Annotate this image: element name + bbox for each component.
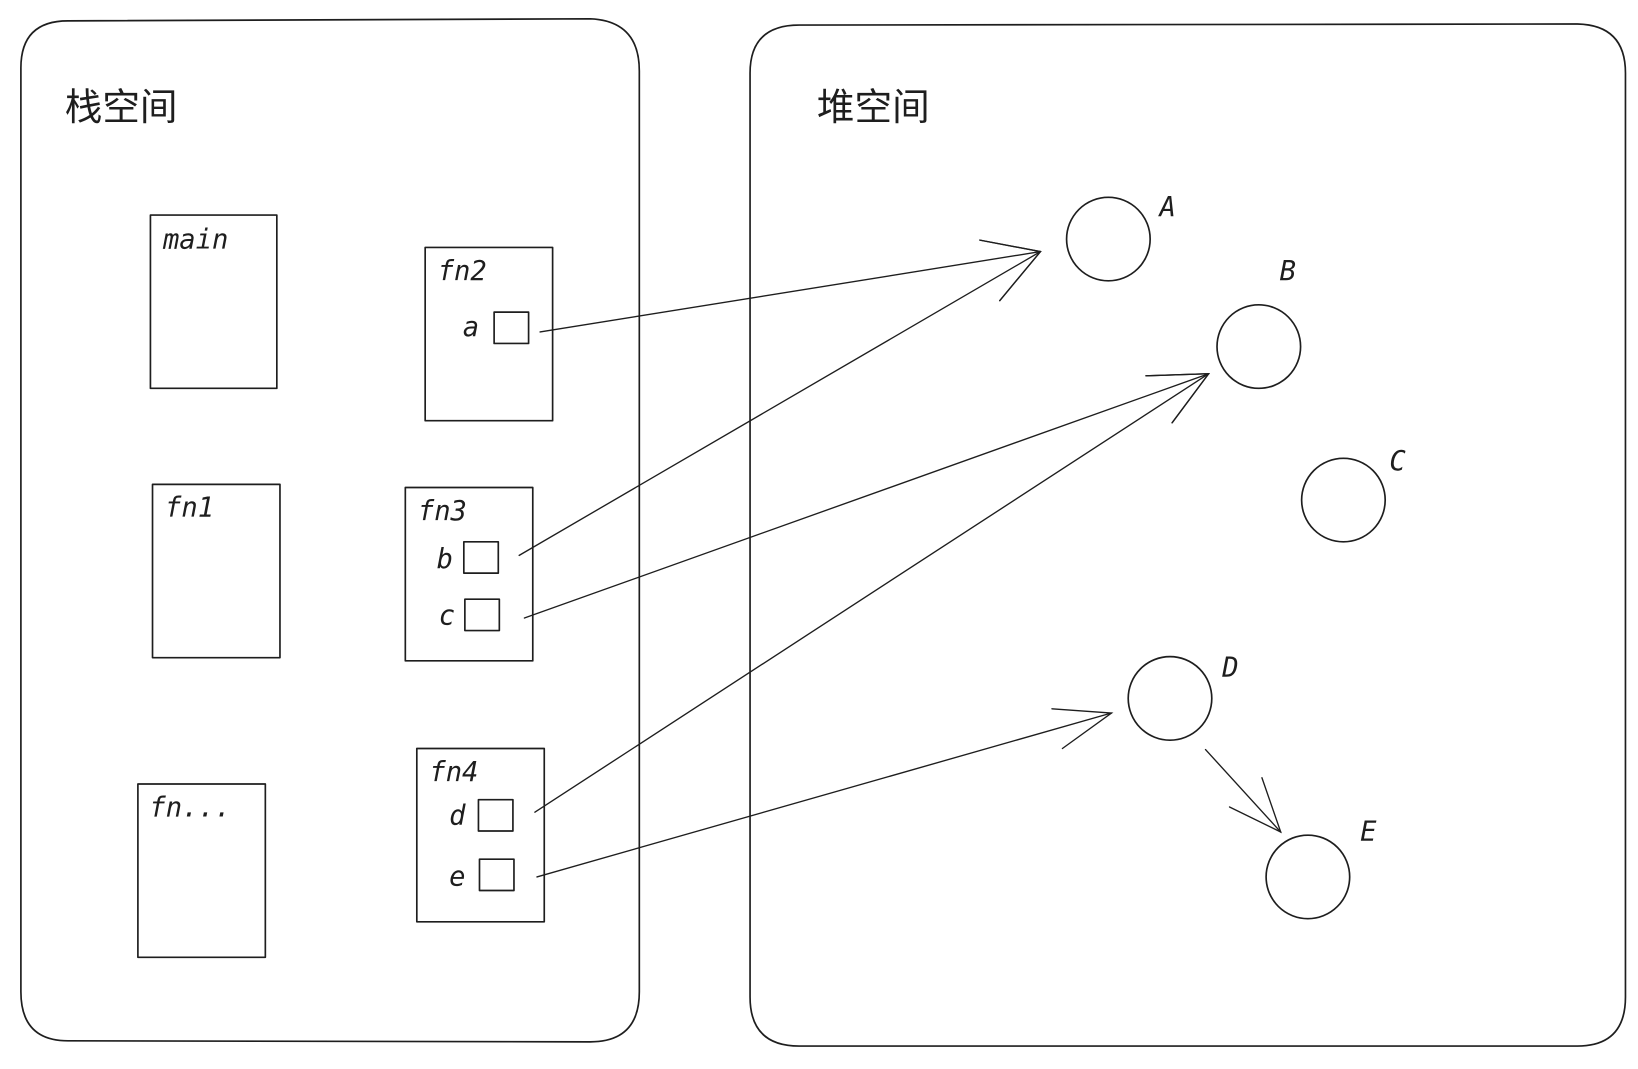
var-d-slot	[477, 798, 514, 832]
heap-object-a: A	[1065, 192, 1176, 282]
frame-fn3-label: fn3	[418, 496, 467, 527]
var-d-label: d	[449, 801, 466, 832]
heap-object-b-label: B	[1280, 256, 1296, 287]
heap-title: 堆空间	[817, 85, 930, 129]
stack-region: 栈空间	[20, 17, 641, 1043]
heap-region: 堆空间	[749, 23, 1627, 1047]
var-e-label: e	[449, 861, 465, 892]
var-a-label: a	[463, 312, 479, 343]
reference-b-to-A	[518, 239, 1042, 557]
reference-c-to-B	[523, 373, 1211, 619]
frame-fn2: fn2 a	[424, 246, 554, 422]
frame-fn2-label: fn2	[438, 256, 487, 287]
heap-object-e: E	[1265, 816, 1377, 920]
frame-fn-more: fn...	[137, 783, 267, 959]
frame-fn1: fn1	[151, 483, 281, 659]
var-c-slot	[464, 598, 501, 632]
var-b-label: b	[437, 544, 453, 575]
frame-fn4-label: fn4	[429, 757, 478, 788]
stack-title: 栈空间	[65, 85, 178, 129]
heap-object-e-label: E	[1360, 816, 1377, 847]
var-b-slot	[462, 540, 500, 574]
heap-object-d: D	[1127, 652, 1239, 741]
frame-fn-more-label: fn...	[149, 792, 231, 823]
var-c-label: c	[439, 600, 455, 631]
heap-object-d-label: D	[1221, 652, 1238, 683]
var-e-slot	[478, 858, 515, 892]
heap-object-c-label: C	[1389, 446, 1406, 477]
frame-fn1-label: fn1	[165, 493, 214, 524]
heap-object-b: B	[1216, 256, 1302, 390]
heap-object-c: C	[1300, 446, 1406, 543]
reference-a-to-A	[539, 239, 1042, 333]
reference-d-to-B	[534, 373, 1211, 813]
frame-main-label: main	[162, 224, 228, 255]
var-a-slot	[493, 311, 530, 345]
reference-e-to-D	[536, 708, 1114, 878]
frame-main: main	[149, 214, 278, 390]
reference-D-to-E	[1204, 748, 1282, 834]
frame-fn4: fn4 d e	[415, 747, 546, 923]
frame-fn3: fn3 b c	[404, 486, 534, 662]
heap-object-a-label: A	[1158, 192, 1176, 223]
